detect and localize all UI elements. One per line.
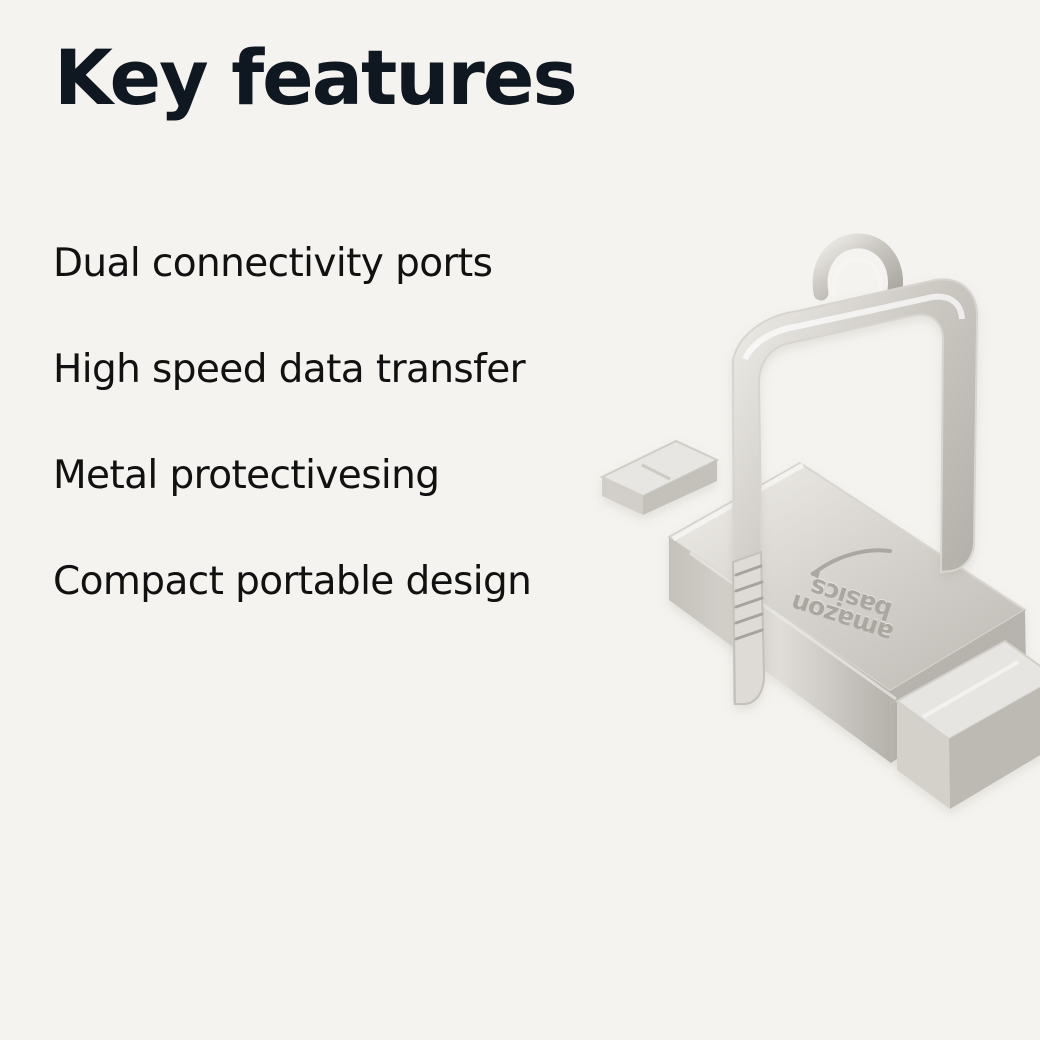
usb-c-connector: [599, 439, 720, 515]
feature-item-dual-connectivity: Dual connectivity ports: [53, 241, 493, 286]
key-ring: [812, 233, 903, 301]
brand-arrow-mark: [811, 548, 892, 576]
feature-item-compact-design: Compact portable design: [53, 559, 532, 604]
usb-drive-illustration: [599, 233, 1040, 809]
usb-a-connector: [895, 639, 1040, 809]
feature-item-high-speed: High speed data transfer: [53, 347, 526, 392]
feature-list: Dual connectivity ports High speed data …: [53, 238, 532, 662]
page-title: Key features: [54, 33, 578, 122]
feature-item-metal-protective: Metal protectivesing: [53, 453, 440, 498]
usb-drive-product-image: amazon basics: [585, 225, 1040, 850]
swivel-loop-cap: [731, 278, 979, 705]
brand-arrow-tip: [810, 567, 821, 579]
